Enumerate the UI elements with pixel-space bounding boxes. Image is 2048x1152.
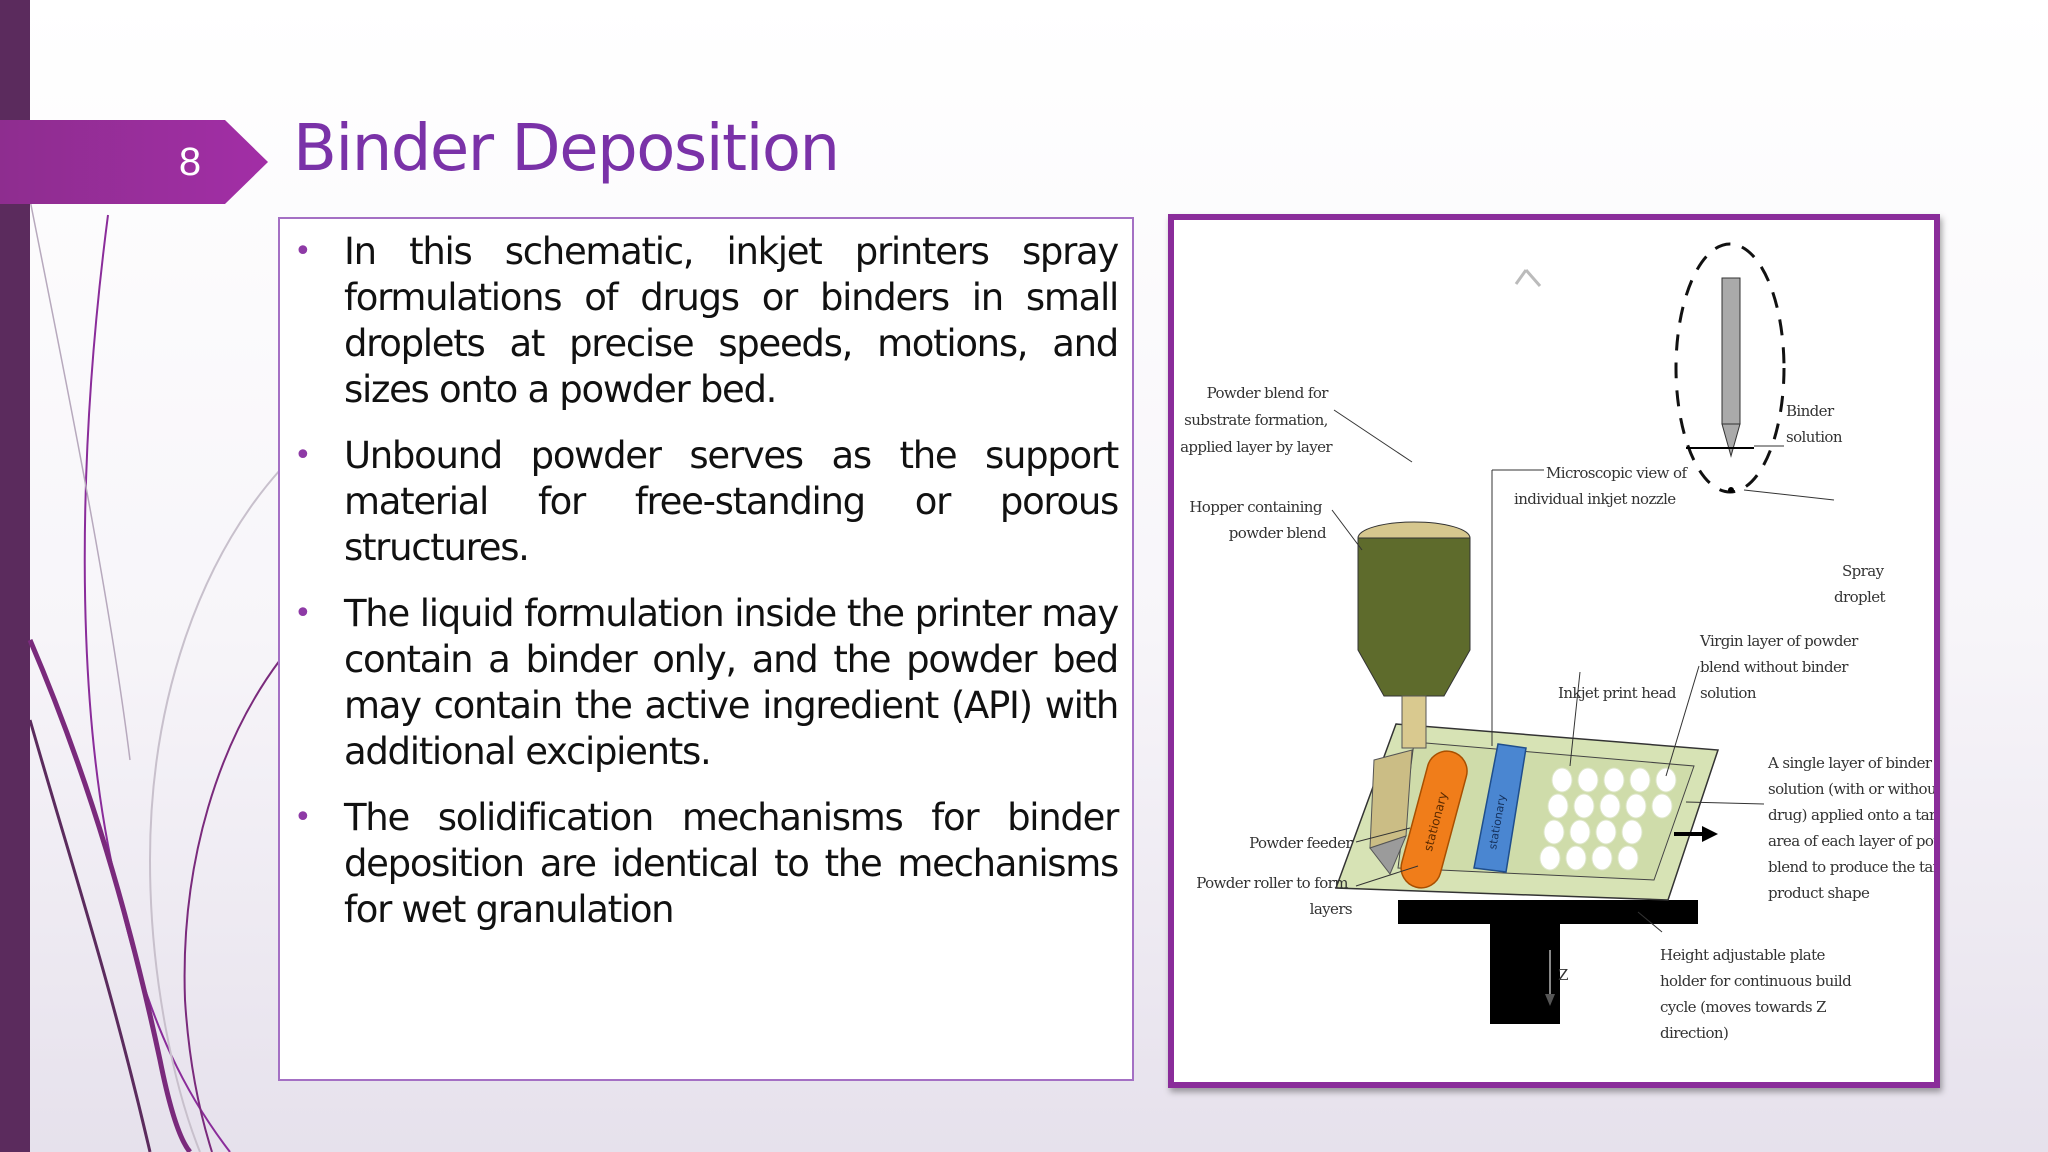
build-base [1398,900,1698,924]
label-single-layer-1: A single layer of binder [1767,754,1933,772]
bullet-dot-icon: • [294,596,312,631]
slide-title: Binder Deposition [293,112,840,186]
feeder-blade [1369,835,1407,875]
hopper-nozzle [1401,695,1427,749]
label-single-layer-3: drug) applied onto a target [1768,806,1934,824]
label-powder-blend-2: substrate formation, [1184,411,1328,429]
label-virgin-1: Virgin layer of powder [1699,632,1859,650]
svg-text:Microscopic view of indi: Microscopic view of individual inkjet no… [1514,464,1691,508]
label-height-4: direction) [1660,1024,1728,1042]
label-virgin-3: solution [1700,684,1757,702]
inkjet-print-head [1473,743,1527,873]
svg-text:Binder solution: Binder solution [1786,402,1843,446]
label-roller-2: layers [1310,900,1352,918]
z-axis-label: Z [1558,966,1568,984]
bullet-item: • The liquid formulation inside the print… [280,591,1134,775]
label-height-3: cycle (moves towards Z [1660,998,1826,1016]
bullet-dot-icon: • [294,234,312,269]
bullet-dot-icon: • [294,800,312,835]
bullet-text: The liquid formulation inside the printe… [344,592,1119,773]
binder-deposition-figure: Z stationary stationary [1168,214,1940,1088]
slide-number: 8 [178,140,202,184]
label-hopper-1: Hopper containing [1189,498,1323,516]
label-spray-2: droplet [1834,588,1885,606]
label-height-1: Height adjustable plate [1660,946,1826,964]
label-microscopic-2: individual inkjet nozzle [1514,490,1676,508]
bullet-text: The solidification mechanisms for binder… [344,796,1119,931]
label-single-layer-2: solution (with or without the [1768,780,1934,798]
label-virgin-2: blend without binder [1700,658,1849,676]
label-single-layer-6: product shape [1768,884,1870,902]
build-column [1490,924,1560,1024]
leader-lines [1331,409,1835,933]
label-powder-blend-3: applied layer by layer [1180,438,1333,456]
label-powder-blend-1: Powder blend for [1207,384,1330,402]
bullet-list: • In this schematic, inkjet printers spra… [280,229,1134,953]
svg-text:Spray droplet: Spray droplet [1834,562,1888,606]
droplet-dot [1728,487,1734,493]
bullet-text: In this schematic, inkjet printers spray… [344,230,1119,411]
decorative-curves [27,199,281,1152]
label-powder-feeder: Powder feeder [1249,834,1353,852]
faint-mark-icon [1514,269,1542,287]
bullet-dot-icon: • [294,438,312,473]
svg-text:A single layer of binder: A single layer of binder solution (with … [1767,754,1934,902]
powder-roller: stationary [1400,750,1468,889]
svg-text:Hopper containing powder: Hopper containing powder blend [1189,498,1327,542]
svg-text:Powder blend for substra: Powder blend for substrate formation, ap… [1180,384,1333,456]
bullet-item: • Unbound powder serves as the support ma… [280,433,1134,571]
nozzle-needle [1721,277,1741,425]
label-single-layer-4: area of each layer of powder [1768,832,1934,850]
svg-text:Powder roller to form la: Powder roller to form layers [1196,874,1352,918]
label-binder-2: solution [1786,428,1843,446]
move-arrow-head-icon [1702,826,1718,842]
slide-number-tab [0,120,268,204]
label-single-layer-5: blend to produce the target [1768,858,1934,876]
bullet-item: • In this schematic, inkjet printers spra… [280,229,1134,413]
hopper-body [1357,537,1471,697]
label-hopper-2: powder blend [1229,524,1327,542]
label-binder-1: Binder [1786,402,1835,420]
svg-text:Virgin layer of powder b: Virgin layer of powder blend without bin… [1699,632,1862,702]
label-inkjet-head: Inkjet print head [1558,684,1677,702]
bullet-text-box: • In this schematic, inkjet printers spra… [278,217,1134,1081]
nozzle-tip [1721,423,1741,458]
svg-text:Height adjustable plate: Height adjustable plate holder for conti… [1660,946,1855,1042]
label-height-2: holder for continuous build [1660,972,1852,990]
label-microscopic-1: Microscopic view of [1546,464,1688,482]
schematic-diagram: Z stationary stationary [1180,242,1934,1042]
label-roller-1: Powder roller to form [1196,874,1348,892]
bullet-item: • The solidification mechanisms for binde… [280,795,1134,933]
bullet-text: Unbound powder serves as the support mat… [344,434,1119,569]
printed-droplet-grid [1539,767,1677,871]
z-arrow-head-icon [1545,994,1555,1006]
label-spray-1: Spray [1842,562,1885,580]
